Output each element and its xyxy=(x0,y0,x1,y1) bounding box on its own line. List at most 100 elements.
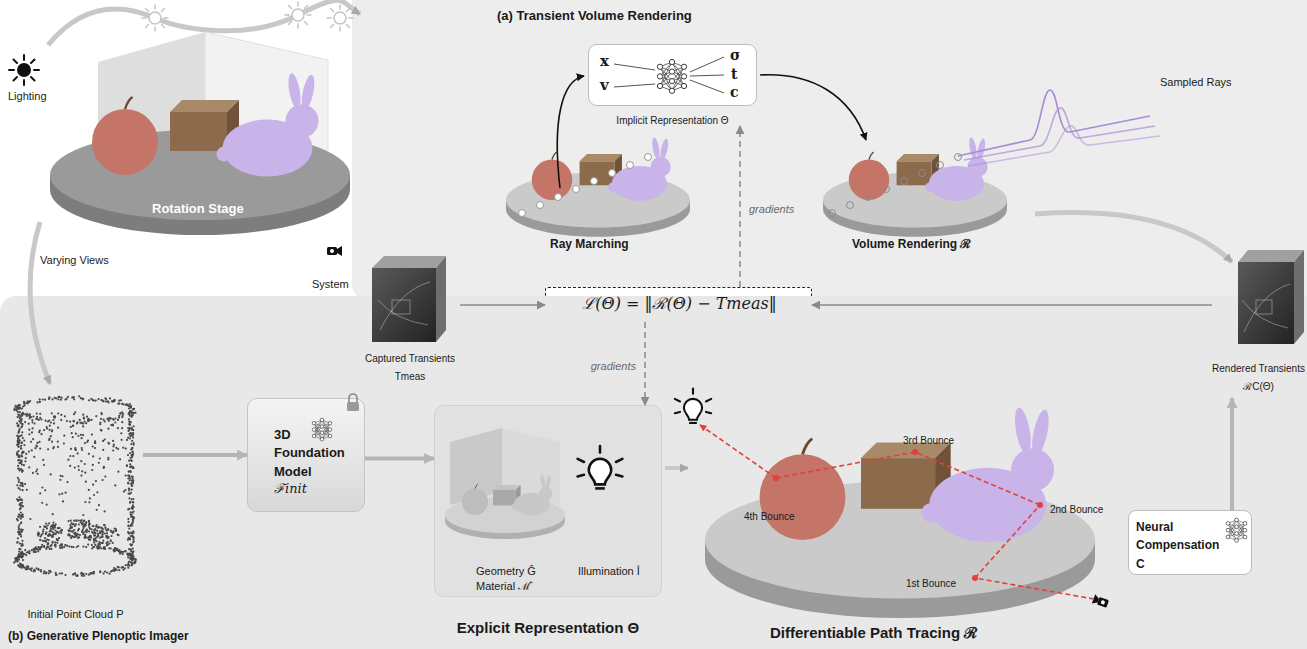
illustration-part xyxy=(90,419,92,421)
illustration-part xyxy=(47,535,49,537)
illustration-part xyxy=(132,435,134,437)
illustration-part xyxy=(17,438,19,440)
illustration-part xyxy=(83,418,85,420)
connector-arrow xyxy=(143,453,247,457)
illustration-part xyxy=(700,425,1094,599)
illustration-part xyxy=(100,547,102,549)
illustration-part xyxy=(97,534,99,536)
illustration-part xyxy=(22,470,24,472)
illustration-part xyxy=(74,449,76,451)
illustration-part xyxy=(90,535,92,537)
illustration-part xyxy=(60,419,62,421)
illustration-part xyxy=(105,401,107,403)
illustration-part xyxy=(134,562,136,564)
illustration-part xyxy=(13,409,15,411)
node-text: σ xyxy=(730,47,740,63)
illustration-part xyxy=(104,570,106,572)
illustration-part xyxy=(132,504,134,506)
illustration-part xyxy=(1226,518,1247,542)
illustration-part xyxy=(128,412,130,414)
illustration-part xyxy=(45,523,47,525)
illustration-part xyxy=(119,552,121,554)
illustration-part xyxy=(40,569,42,571)
illustration-part xyxy=(42,529,44,531)
text-slot: Volume Rendering ℛ xyxy=(852,234,970,252)
illustration-part xyxy=(23,566,25,568)
text-slot: Sampled Rays xyxy=(1160,72,1232,90)
illustration-part xyxy=(85,481,87,483)
illustration-part xyxy=(127,474,129,476)
illustration-part xyxy=(24,483,26,485)
illustration-part xyxy=(126,464,128,466)
illustration-part xyxy=(48,570,50,572)
illustration-part xyxy=(78,523,80,525)
illustration-part xyxy=(28,433,30,435)
illustration-part xyxy=(17,468,19,470)
illustration-part xyxy=(49,570,51,572)
illustration-part xyxy=(99,571,101,573)
illustration-part xyxy=(100,418,102,420)
illustration-part xyxy=(83,531,85,533)
illustration-part xyxy=(132,555,134,557)
illustration-part xyxy=(42,398,44,400)
illustration-part xyxy=(131,447,133,449)
illustration-part xyxy=(100,399,102,401)
illustration-part xyxy=(109,573,111,575)
illustration-part xyxy=(776,452,915,478)
illustration-part xyxy=(132,541,134,543)
illustration-part xyxy=(43,429,45,431)
illustration-part xyxy=(49,530,51,532)
illustration-part xyxy=(130,459,132,461)
illustration-part xyxy=(128,420,130,422)
illustration-part xyxy=(53,416,55,418)
illustration-part xyxy=(60,475,62,477)
illustration-part xyxy=(104,510,106,512)
illustration-part xyxy=(132,482,134,484)
illustration-part xyxy=(30,441,32,443)
illustration-part xyxy=(83,524,85,526)
illustration-part xyxy=(19,404,21,406)
illustration-part xyxy=(72,425,74,427)
illustration-part xyxy=(131,475,133,477)
illustration-part xyxy=(915,452,1040,505)
illustration-part xyxy=(54,543,56,545)
illustration-part xyxy=(31,449,33,451)
caption-label: Rotation Stage xyxy=(152,201,244,216)
illustration-part xyxy=(39,536,41,538)
illustration-part xyxy=(16,558,18,560)
illustration-part xyxy=(97,526,99,528)
illustration-part xyxy=(93,529,95,531)
illustration-part xyxy=(378,282,430,330)
illustration-part xyxy=(55,572,57,574)
illustration-part xyxy=(17,531,19,533)
illustration-part xyxy=(22,452,24,454)
illustration-part xyxy=(57,446,59,448)
text-slot: 2nd Bounce xyxy=(1050,499,1103,517)
illustration-part xyxy=(71,527,73,529)
illustration-part xyxy=(59,479,61,481)
illustration-part xyxy=(130,435,132,437)
text-slot: gradients xyxy=(588,356,639,374)
node-text: Material ℳ̂ xyxy=(476,580,531,592)
node-text: 3D Foundation Model xyxy=(274,427,345,479)
illustration-part xyxy=(61,546,63,548)
text-slot: (a) Transient Volume Rendering xyxy=(497,6,692,24)
illustration-part xyxy=(96,530,98,532)
illustration-part xyxy=(52,541,54,543)
illustration-part xyxy=(121,421,123,423)
illustration-part xyxy=(131,489,133,491)
illustration-part xyxy=(72,396,74,398)
illustration-part xyxy=(70,520,72,522)
illustration-part xyxy=(130,549,132,551)
illustration-part xyxy=(132,467,134,469)
illustration-part xyxy=(16,484,18,486)
illustration-part xyxy=(975,505,1040,578)
illustration-part xyxy=(89,539,91,541)
illustration-part xyxy=(130,564,132,566)
illustration-part xyxy=(36,442,38,444)
illustration-part xyxy=(118,566,120,568)
illustration-part xyxy=(129,554,131,556)
illustration-part xyxy=(80,573,82,575)
illustration-part xyxy=(128,493,130,495)
illustration-part xyxy=(1035,213,1232,262)
